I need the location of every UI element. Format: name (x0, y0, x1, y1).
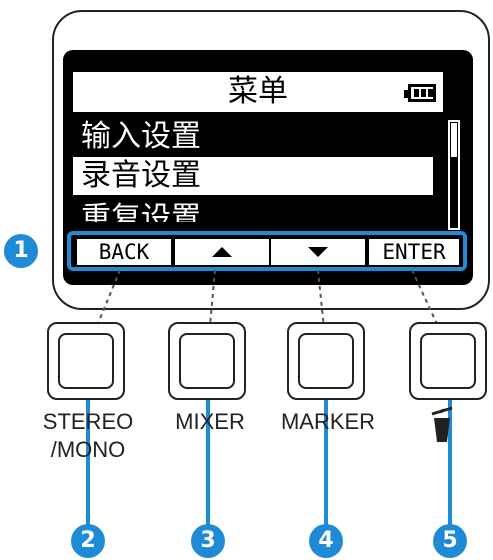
stereo-mono-key[interactable] (47, 322, 125, 400)
marker-key-label: MARKER (280, 409, 376, 434)
menu-item-label: 重复设置 (81, 201, 201, 222)
trash-icon (431, 406, 453, 442)
callout-4: 4 (309, 524, 343, 558)
menu-scrollbar[interactable] (448, 120, 460, 230)
function-key-bar: BACK ENTER (67, 231, 467, 271)
scrollbar-thumb[interactable] (451, 123, 457, 157)
menu-item-repeat-settings[interactable]: 重复设置 (73, 200, 433, 222)
fn-enter-label: ENTER (369, 239, 459, 265)
fn-down-label (271, 239, 365, 265)
menu-item-recording-settings[interactable]: 录音设置 (73, 157, 433, 195)
down-triangle-icon (308, 247, 328, 257)
dashed-line-back (87, 269, 121, 349)
battery-full-icon (404, 84, 436, 102)
menu-title: 菜单 (228, 74, 288, 109)
callout-3: 3 (191, 524, 225, 558)
mixer-key-label: MIXER (175, 409, 245, 434)
fn-up-label (175, 239, 269, 265)
fn-back-label: BACK (77, 239, 171, 265)
delete-key[interactable] (409, 322, 487, 400)
menu-title-bar: 菜单 (73, 72, 443, 112)
dashed-line-enter (411, 269, 449, 349)
callout-5: 5 (433, 524, 467, 558)
marker-key[interactable] (287, 322, 365, 400)
menu-item-label: 录音设置 (81, 158, 201, 193)
up-triangle-icon (212, 247, 232, 257)
menu-item-label: 输入设置 (81, 119, 201, 154)
menu-item-input-settings[interactable]: 输入设置 (73, 118, 433, 156)
callout-1: 1 (4, 234, 38, 268)
stereo-key-label-line2: /MONO (50, 437, 126, 462)
mixer-key[interactable] (168, 322, 246, 400)
stereo-key-label-line1: STEREO (42, 409, 134, 434)
callout-2: 2 (71, 524, 105, 558)
